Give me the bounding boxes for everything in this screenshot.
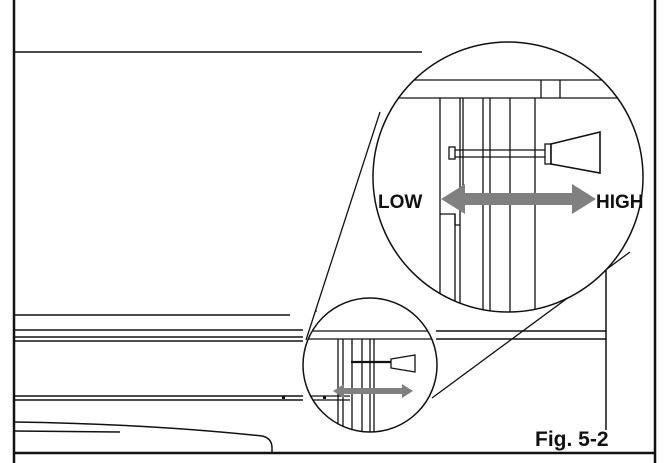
small-adjust-arrow: [333, 384, 413, 398]
figure-caption: Fig. 5-2: [535, 428, 609, 451]
low-label: LOW: [378, 192, 422, 213]
detail-marks: [282, 310, 326, 399]
appliance-outline: [13, 51, 607, 453]
outer-frame: [12, 0, 657, 463]
high-label: HIGH: [596, 192, 644, 213]
small-callout: [302, 297, 438, 433]
large-adjust-arrow: [441, 184, 596, 214]
large-callout: [372, 41, 644, 313]
